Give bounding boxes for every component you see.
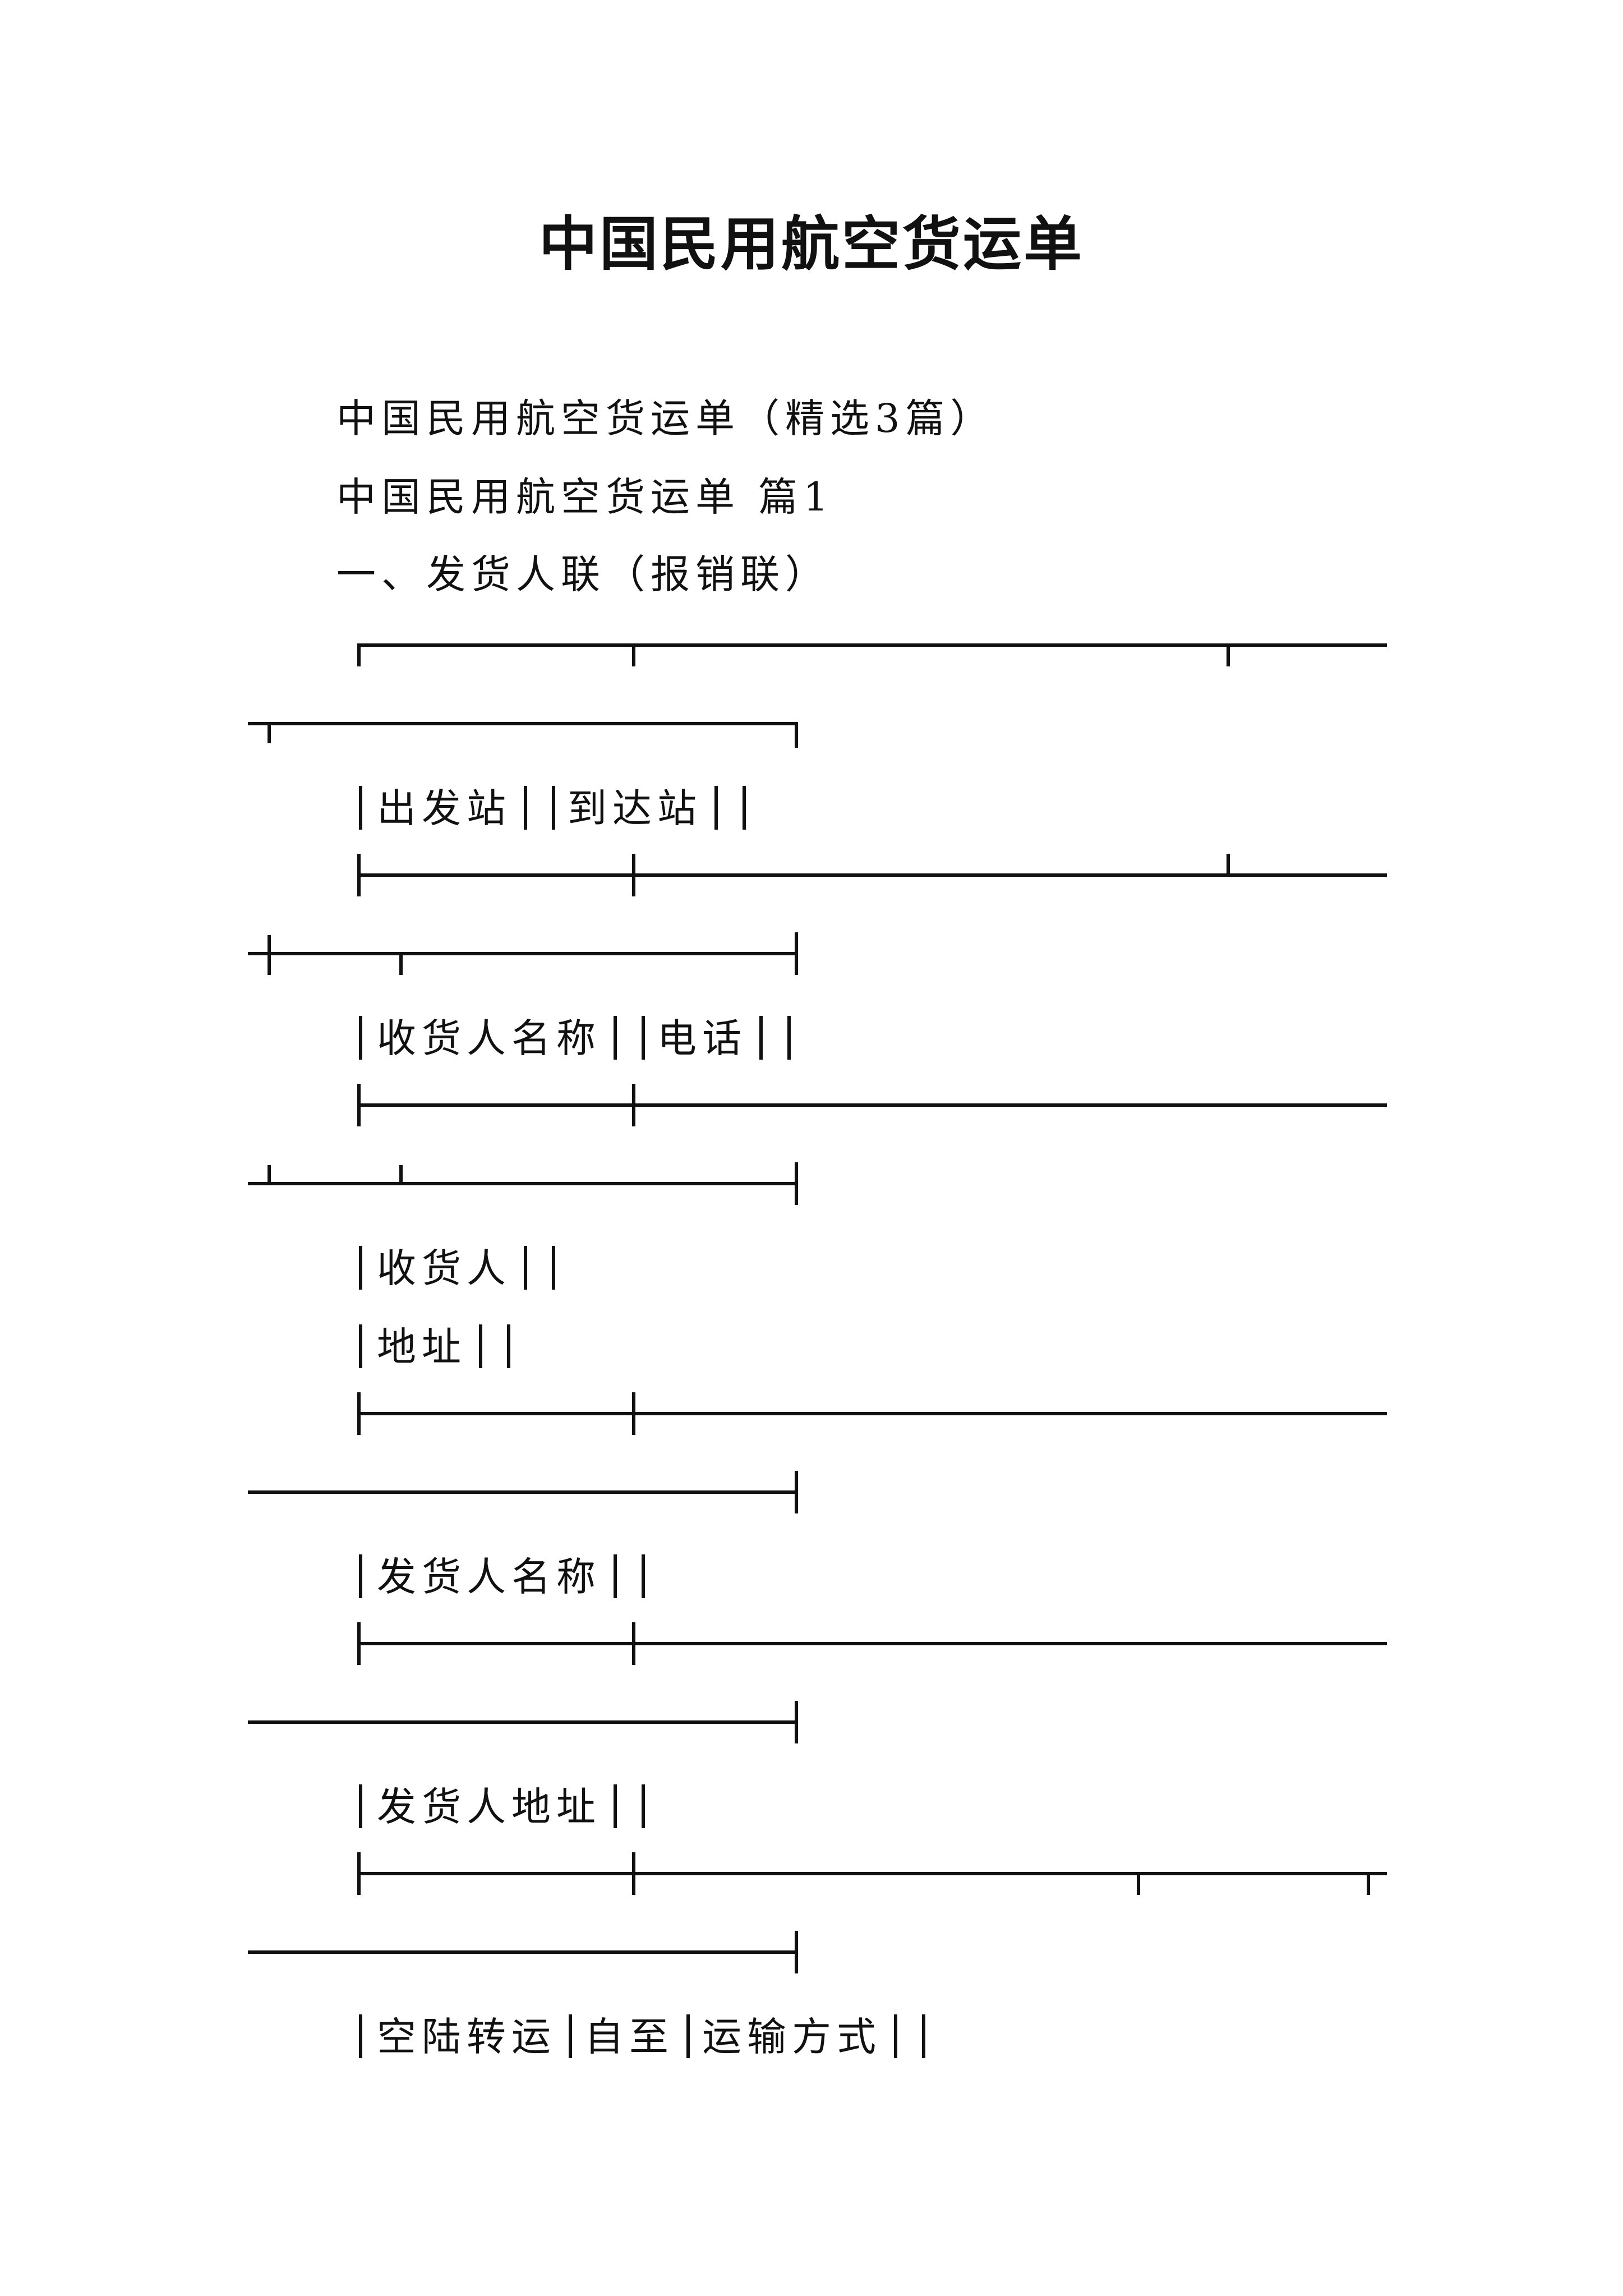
transport-mode-label: 运输方式 [702, 2014, 882, 2060]
cell-border [507, 1324, 510, 1368]
cell-border [714, 786, 718, 830]
arrival-station-label: 到达站 [568, 785, 702, 831]
consignee-label: 收货人 [377, 1245, 511, 1291]
cell-border [359, 786, 362, 830]
border-line [357, 1084, 1387, 1126]
row-consignee-name: 收货人名称 电话 [336, 1007, 803, 1064]
section-heading: 一、发货人联（报销联） [336, 551, 830, 597]
cell-border [359, 2014, 362, 2058]
row-address: 地址 [336, 1315, 523, 1372]
cell-border [642, 1784, 645, 1828]
cell-border [359, 1246, 362, 1290]
row-transit: 空陆转运自至运输方式 [336, 2005, 938, 2062]
from-to-label: 自至 [584, 2014, 674, 2060]
cell-border [922, 2014, 925, 2058]
document-subtitle: 中国民用航空货运单（精选3篇） [336, 395, 995, 441]
cell-border [524, 1246, 527, 1290]
border-line [248, 1162, 798, 1205]
border-line [357, 1622, 1387, 1665]
cell-border [359, 1016, 362, 1060]
cell-border [614, 1784, 617, 1828]
cell-border [569, 2014, 572, 2058]
border-line [248, 932, 798, 975]
row-consignee: 收货人 [336, 1237, 568, 1294]
phone-label: 电话 [657, 1015, 747, 1061]
border-line [357, 643, 1387, 666]
document-title: 中国民用航空货运单 [538, 209, 1084, 278]
border-line [357, 1392, 1387, 1435]
departure-station-label: 出发站 [377, 785, 511, 831]
border-line [248, 1471, 798, 1513]
shipper-address-label: 发货人地址 [377, 1784, 601, 1830]
cell-border [479, 1324, 482, 1368]
cell-border [359, 1324, 362, 1368]
cell-border [686, 2014, 690, 2058]
cell-border [552, 786, 555, 830]
cell-border [552, 1246, 555, 1290]
row-stations: 出发站 到达站 [336, 777, 758, 834]
shipper-name-label: 发货人名称 [377, 1554, 601, 1600]
border-line [248, 1701, 798, 1743]
border-line [357, 1852, 1387, 1895]
border-line [248, 722, 798, 748]
air-land-transit-label: 空陆转运 [377, 2014, 556, 2060]
row-shipper-name: 发货人名称 [336, 1545, 657, 1602]
cell-border [614, 1554, 617, 1598]
cell-border [642, 1016, 645, 1060]
consignee-name-label: 收货人名称 [377, 1015, 601, 1061]
part-heading: 中国民用航空货运单 篇1 [336, 474, 834, 520]
cell-border [787, 1016, 791, 1060]
cell-border [642, 1554, 645, 1598]
cell-border [743, 786, 746, 830]
border-line [248, 1931, 798, 1973]
cell-border [894, 2014, 897, 2058]
cell-border [359, 1554, 362, 1598]
row-shipper-address: 发货人地址 [336, 1775, 657, 1832]
cell-border [524, 786, 527, 830]
cell-border [759, 1016, 763, 1060]
address-label: 地址 [377, 1324, 467, 1370]
border-line [357, 854, 1387, 896]
cell-border [359, 1784, 362, 1828]
cell-border [614, 1016, 617, 1060]
